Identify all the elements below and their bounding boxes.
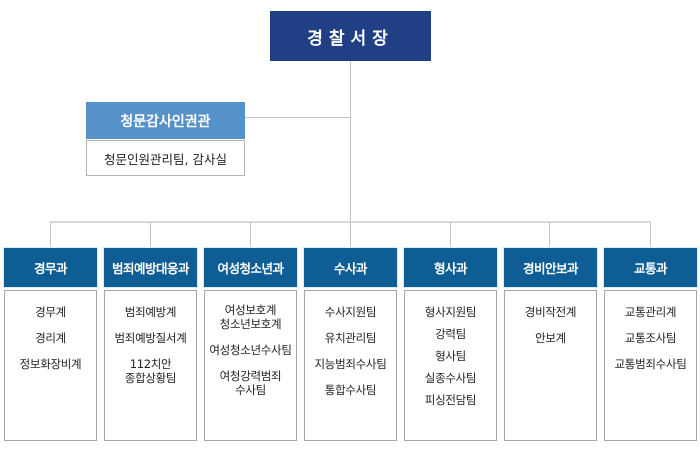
team-item: 112치안 종합상황팀: [124, 357, 177, 385]
team-item: 여성청소년수사팀: [209, 343, 292, 357]
dept-teams-traffic: 교통관리계 교통조사팀 교통범죄수사팀: [604, 290, 697, 441]
team-item: 형사지원팀: [424, 305, 477, 319]
dept-teams-crime-prevention: 범죄예방계 범죄예방질서계 112치안 종합상황팀: [104, 290, 197, 441]
police-chief-box: 경찰서장: [270, 11, 431, 61]
drop-connector: [150, 222, 151, 248]
dept-teams-general-affairs: 경무계 경리계 정보화장비계: [4, 290, 97, 441]
drop-connector: [350, 222, 351, 248]
dept-header-general-affairs: 경무과: [4, 248, 97, 287]
team-item: 경비작전계: [524, 305, 577, 319]
dept-header-women-youth: 여성청소년과: [204, 248, 297, 287]
team-item: 여성보호계 청소년보호계: [219, 303, 282, 331]
dept-name: 수사과: [333, 261, 368, 276]
team-item: 교통관리계: [624, 305, 677, 319]
dept-header-crime-prevention: 범죄예방대응과: [104, 248, 197, 287]
team-item: 경무계: [35, 305, 66, 319]
dept-name: 범죄예방대응과: [111, 261, 190, 276]
team-item: 범죄예방계: [124, 305, 177, 319]
dept-header-traffic: 교통과: [604, 248, 697, 287]
dept-teams-criminal: 형사지원팀 강력팀 형사팀 실종수사팀 피싱전담팀: [404, 290, 497, 441]
dept-header-investigation: 수사과: [304, 248, 397, 287]
dept-name: 여성청소년과: [217, 261, 284, 276]
audit-unit-title: 청문감사인권관: [120, 113, 211, 130]
dept-header-security: 경비안보과: [504, 248, 597, 287]
audit-unit-header: 청문감사인권관: [86, 102, 245, 139]
dept-name: 교통과: [633, 261, 668, 276]
team-item: 피싱전담팀: [424, 393, 477, 407]
dept-name: 경비안보과: [522, 261, 579, 276]
team-item: 여청강력범죄 수사팀: [219, 369, 282, 397]
drop-connector: [450, 222, 451, 248]
team-item: 교통조사팀: [624, 331, 677, 345]
team-item: 강력팀: [435, 327, 466, 341]
drop-connector: [549, 222, 550, 248]
team-item: 안보계: [535, 331, 566, 345]
team-item: 교통범죄수사팀: [614, 357, 687, 371]
team-item: 범죄예방질서계: [114, 331, 187, 345]
drop-connector: [250, 222, 251, 248]
dept-header-criminal: 형사과: [404, 248, 497, 287]
dept-teams-women-youth: 여성보호계 청소년보호계 여성청소년수사팀 여청강력범죄 수사팀: [204, 290, 297, 441]
team-item: 유치관리팀: [324, 331, 377, 345]
team-item: 경리계: [35, 331, 66, 345]
trunk-connector: [350, 61, 351, 223]
team-item: 통합수사팀: [324, 383, 377, 397]
team-item: 형사팀: [435, 349, 466, 363]
audit-connector: [245, 117, 350, 118]
team-item: 실종수사팀: [424, 371, 477, 385]
dept-teams-investigation: 수사지원팀 유치관리팀 지능범죄수사팀 통합수사팀: [304, 290, 397, 441]
police-chief-label: 경찰서장: [307, 28, 394, 49]
dept-name: 경무과: [33, 261, 68, 276]
team-item: 수사지원팀: [324, 305, 377, 319]
team-item: 지능범죄수사팀: [314, 357, 387, 371]
audit-unit-body: 청문인원관리팀, 감사실: [86, 140, 245, 176]
team-item: 정보화장비계: [19, 357, 82, 371]
drop-connector: [50, 222, 51, 248]
drop-connector: [650, 222, 651, 248]
dept-teams-security: 경비작전계 안보계: [504, 290, 597, 441]
audit-unit-content: 청문인원관리팀, 감사실: [104, 151, 227, 167]
dept-name: 형사과: [433, 261, 468, 276]
